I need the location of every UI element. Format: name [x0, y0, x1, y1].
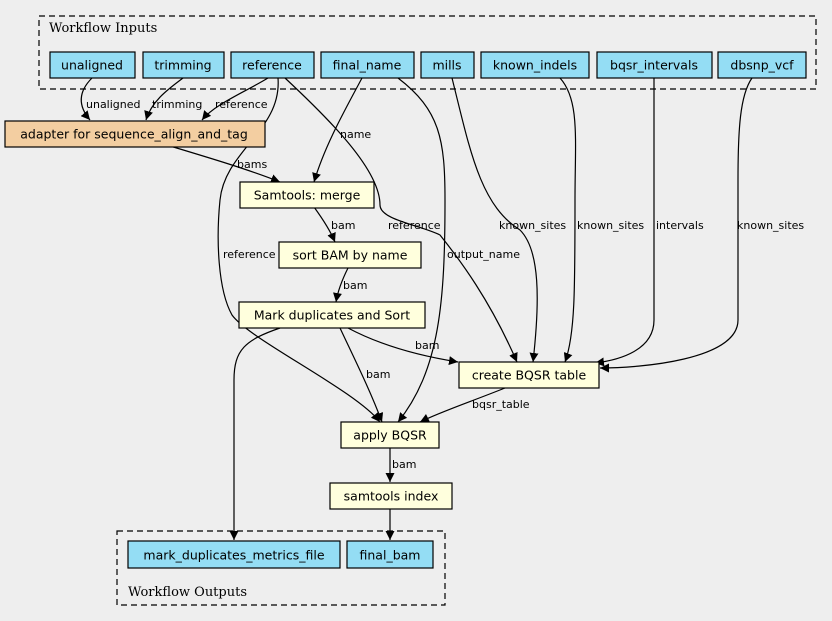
- input-node-bqsr-intervals[interactable]: bqsr_intervals: [596, 51, 713, 79]
- step-node-adapter[interactable]: adapter for sequence_align_and_tag: [4, 120, 266, 148]
- workflow-inputs-cluster: Workflow Inputs: [38, 15, 817, 90]
- edge-label: unaligned: [86, 98, 141, 111]
- input-node-dbsnp-vcf[interactable]: dbsnp_vcf: [717, 51, 807, 79]
- workflow-inputs-title: Workflow Inputs: [49, 21, 157, 36]
- node-label: create BQSR table: [472, 368, 587, 383]
- node-label: Samtools: merge: [254, 188, 361, 203]
- edge-trimming-adapter: trimming: [144, 77, 202, 121]
- edge-label: name: [340, 128, 371, 141]
- edge-reference-adapter: reference: [201, 77, 269, 121]
- edge-label: known_sites: [737, 219, 804, 232]
- edge-dbsnp-bqsrtable: known_sites: [599, 77, 804, 373]
- workflow-outputs-cluster: Workflow Outputs: [116, 530, 446, 606]
- step-node-samtools-merge[interactable]: Samtools: merge: [239, 181, 375, 209]
- output-node-metrics-file[interactable]: mark_duplicates_metrics_file: [127, 540, 341, 569]
- node-label: samtools index: [344, 489, 439, 504]
- edge-label: bam: [392, 458, 416, 471]
- workflow-outputs-title: Workflow Outputs: [128, 585, 247, 600]
- input-node-unaligned[interactable]: unaligned: [49, 51, 136, 79]
- node-label: final_name: [333, 58, 402, 73]
- edge-markdup-apply: bam: [339, 327, 390, 423]
- edge-sort-markdup: bam: [333, 267, 367, 303]
- edge-label: bam: [331, 219, 355, 232]
- step-node-sort-bam[interactable]: sort BAM by name: [278, 241, 422, 269]
- step-node-samtools-index[interactable]: samtools index: [329, 482, 453, 510]
- edge-bqsrtable-apply: bqsr_table: [419, 387, 530, 423]
- edge-label: bqsr_table: [472, 398, 530, 411]
- node-label: mills: [432, 58, 461, 73]
- edge-label: intervals: [656, 219, 704, 232]
- edge-label: reference: [215, 98, 268, 111]
- node-label: adapter for sequence_align_and_tag: [20, 127, 248, 142]
- edge-label: output_name: [447, 248, 520, 261]
- edge-finalname-apply: output_name: [397, 77, 520, 423]
- edge-label: known_sites: [499, 219, 566, 232]
- edge-label: reference: [223, 248, 276, 261]
- node-label: apply BQSR: [353, 428, 427, 443]
- edge-markdup-bqsrtable: bam: [347, 327, 459, 366]
- node-label: known_indels: [493, 58, 577, 73]
- edge-adapter-merge: bams: [169, 145, 281, 183]
- node-label: mark_duplicates_metrics_file: [143, 548, 324, 563]
- edge-label: bam: [415, 339, 439, 352]
- edge-reference-bqsrtable: reference: [284, 77, 518, 363]
- node-label: reference: [242, 58, 302, 73]
- input-node-mills[interactable]: mills: [420, 51, 475, 79]
- edge-finalname-merge: name: [312, 77, 371, 183]
- edge-mills-bqsrtable: known_sites: [451, 77, 566, 363]
- edge-unaligned-adapter: unaligned: [80, 77, 141, 121]
- edge-label: known_sites: [577, 219, 644, 232]
- edge-label: reference: [388, 219, 441, 232]
- node-label: bqsr_intervals: [610, 58, 698, 73]
- edge-markdup-metrics: [229, 327, 281, 540]
- edge-apply-index: bam: [385, 448, 416, 482]
- node-label: Mark duplicates and Sort: [254, 308, 410, 323]
- step-node-apply-bqsr[interactable]: apply BQSR: [340, 421, 440, 449]
- input-node-known-indels[interactable]: known_indels: [480, 51, 590, 79]
- node-label: dbsnp_vcf: [730, 58, 794, 73]
- node-label: unaligned: [61, 58, 123, 73]
- input-node-reference[interactable]: reference: [230, 51, 315, 79]
- step-node-create-bqsr-table[interactable]: create BQSR table: [458, 361, 600, 389]
- step-node-mark-duplicates[interactable]: Mark duplicates and Sort: [238, 301, 426, 329]
- node-label: final_bam: [360, 548, 421, 563]
- edge-label: trimming: [152, 98, 202, 111]
- input-node-trimming[interactable]: trimming: [142, 51, 225, 79]
- edge-label: bam: [366, 368, 390, 381]
- edge-label: bam: [343, 279, 367, 292]
- edge-label: bams: [237, 158, 267, 171]
- input-node-final-name[interactable]: final_name: [320, 51, 415, 79]
- output-node-final-bam[interactable]: final_bam: [346, 540, 434, 569]
- edge-intervals-bqsrtable: intervals: [594, 78, 704, 367]
- node-label: sort BAM by name: [293, 248, 408, 263]
- edge-knownindels-bqsrtable: known_sites: [559, 77, 644, 363]
- node-label: trimming: [154, 58, 211, 73]
- edge-merge-sort: bam: [313, 206, 355, 243]
